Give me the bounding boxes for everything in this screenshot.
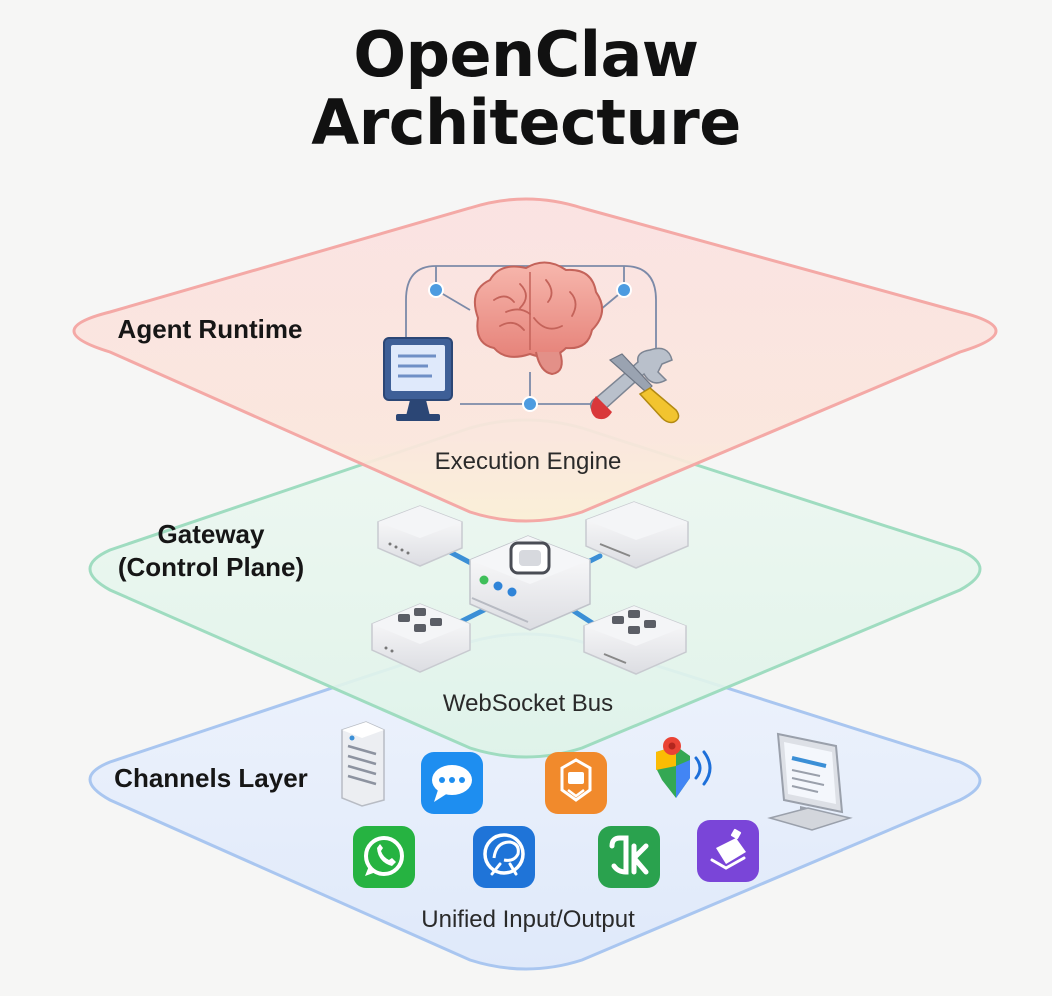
desktop-monitor-icon <box>767 732 853 831</box>
orange-app-icon <box>545 752 607 814</box>
node-dots <box>428 282 632 412</box>
gateway-label-line2: (Control Plane) <box>117 551 305 582</box>
server-box-icon <box>377 505 463 567</box>
execution-engine-caption: Execution Engine <box>434 448 622 475</box>
purple-app-icon <box>697 820 759 882</box>
agent-runtime-layer-plane <box>72 197 998 523</box>
unified-io-caption: Unified Input/Output <box>421 906 635 933</box>
brain-icon <box>474 261 603 376</box>
page-title-line1: OpenClaw <box>353 18 699 91</box>
slack-app-icon <box>598 826 660 888</box>
page-title-line2: Architecture <box>311 86 741 159</box>
monitor-icon <box>383 337 453 421</box>
signal-app-icon <box>473 826 535 888</box>
switch-icon <box>371 603 471 673</box>
whatsapp-icon <box>353 826 415 888</box>
server-tower-icon <box>341 721 385 807</box>
google-maps-icon <box>656 737 712 798</box>
chat-bubble-icon <box>421 752 483 814</box>
agent-runtime-label: Agent Runtime <box>117 314 303 344</box>
websocket-bus-caption: WebSocket Bus <box>442 690 614 717</box>
server-box-icon-right <box>585 501 689 569</box>
channels-layer-label: Channels Layer <box>114 763 308 793</box>
gateway-label-line1: Gateway <box>157 519 265 549</box>
gateway-label: Gateway (Control Plane) <box>96 518 326 583</box>
central-router-icon <box>469 535 591 631</box>
switch-icon-right <box>583 605 687 675</box>
tools-icon <box>589 347 680 424</box>
